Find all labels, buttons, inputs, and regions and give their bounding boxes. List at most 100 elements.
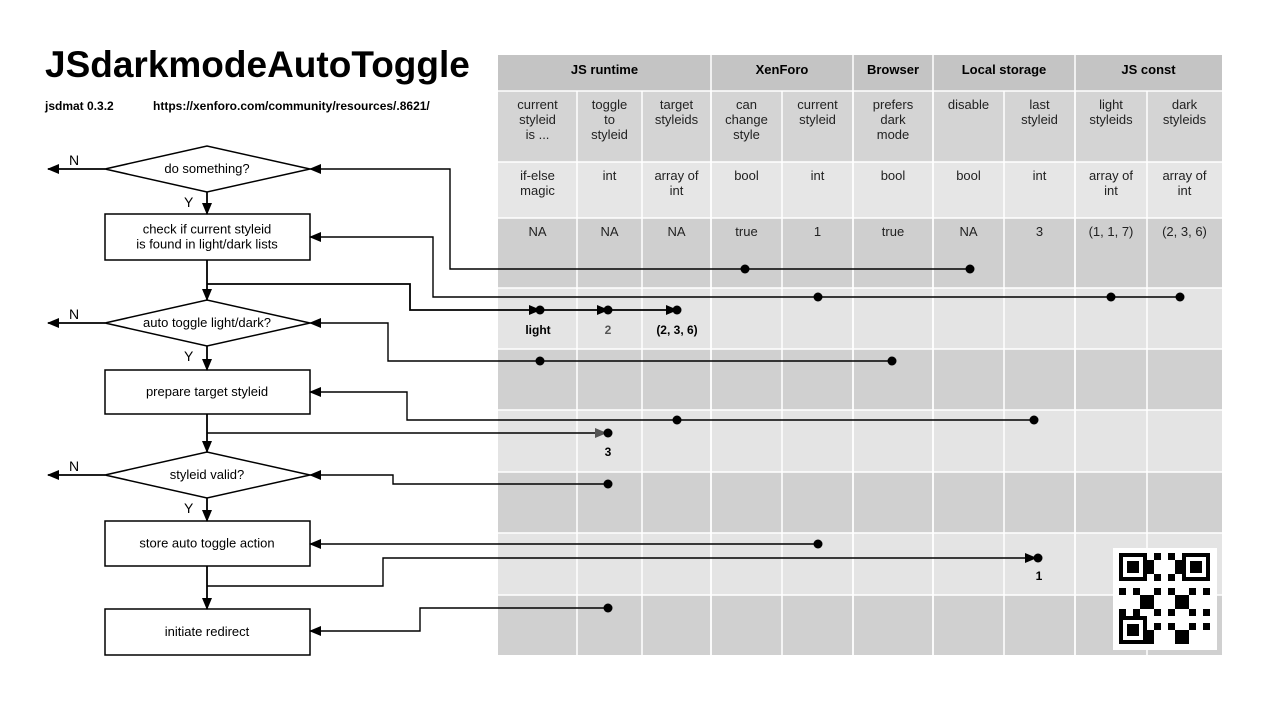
column-type: array of [1162,168,1206,183]
column-type: int [1104,183,1118,198]
data-dot [965,264,975,274]
node-label: initiate redirect [165,624,250,639]
qr-module [1189,623,1196,630]
column-label: styleid [1021,112,1058,127]
qr-module [1175,637,1182,644]
read-toggle-to [309,470,608,485]
node-label: prepare target styleid [146,384,268,399]
write-last-styleid [207,553,1037,587]
qr-module [1189,588,1196,595]
column-label: is ... [526,127,550,142]
qr-module [1147,630,1154,637]
qr-module [1133,588,1140,595]
qr-module [1119,588,1126,595]
column-label-row [498,91,1222,162]
qr-module [1140,595,1147,602]
data-dot [813,292,823,302]
qr-module [1175,567,1182,574]
process-node [104,608,311,656]
qr-module [1182,595,1189,602]
data-dot [1175,292,1185,302]
column-label: change [725,112,768,127]
column-value: NA [600,224,618,239]
data-dot [887,356,897,366]
data-dot [1106,292,1116,302]
data-dot [813,539,823,549]
yes-label: Y [184,500,194,516]
qr-module [1175,560,1182,567]
qr-module [1168,588,1175,595]
qr-module [1189,609,1196,616]
data-dot [740,264,750,274]
qr-finder [1127,624,1139,636]
last-styleid-annotation: 1 [1036,569,1043,583]
qr-module [1154,609,1161,616]
column-type: bool [881,168,906,183]
yes-label: Y [184,348,194,364]
column-value: NA [528,224,546,239]
column-type: bool [956,168,981,183]
qr-module [1147,567,1154,574]
column-value: NA [959,224,977,239]
column-label: style [733,127,760,142]
data-dot [672,415,682,425]
qr-module [1168,574,1175,581]
column-type: bool [734,168,759,183]
qr-module [1175,602,1182,609]
data-dot [603,305,613,315]
write-current-is [207,283,541,315]
column-value: NA [667,224,685,239]
resource-url: https://xenforo.com/community/resources/… [153,99,430,113]
qr-module [1203,623,1210,630]
column-label: current [797,97,838,112]
qr-module [1147,560,1154,567]
qr-module [1175,630,1182,637]
qr-module [1182,602,1189,609]
column-type: int [811,168,825,183]
qr-module [1147,602,1154,609]
node-label: styleid valid? [170,467,244,482]
qr-module [1147,595,1154,602]
column-label: to [604,112,615,127]
process-node [104,369,311,415]
group-header: JS runtime [571,62,638,77]
column-label: dark [880,112,906,127]
yes-label: Y [184,194,194,210]
row-band [498,349,1222,410]
column-type: array of [1089,168,1133,183]
column-type: if-else [520,168,555,183]
column-type: int [603,168,617,183]
column-label: styleids [655,112,699,127]
target-ids-annotation: (2, 3, 6) [656,323,697,337]
column-label: styleids [1163,112,1207,127]
group-header: XenForo [756,62,809,77]
type-row [498,162,1222,218]
column-label: toggle [592,97,627,112]
column-value: true [735,224,757,239]
column-type: int [1178,183,1192,198]
toggle-valid-annotation: 3 [605,445,612,459]
column-type: int [1033,168,1047,183]
qr-module [1154,553,1161,560]
qr-module [1203,588,1210,595]
group-header: JS const [1121,62,1176,77]
node-label: check if current styleid [143,222,272,237]
column-label: styleid [799,112,836,127]
version-label: jsdmat 0.3.2 [45,99,114,113]
column-type: int [670,183,684,198]
read-prefers-dark [309,318,892,362]
data-dot [535,356,545,366]
qr-module [1154,588,1161,595]
data-dot [603,603,613,613]
qr-finder [1127,561,1139,573]
column-label: styleid [519,112,556,127]
data-dot [672,305,682,315]
column-label: styleids [1089,112,1133,127]
column-value: 1 [814,224,821,239]
data-dot [535,305,545,315]
qr-module [1168,553,1175,560]
column-label: last [1029,97,1050,112]
toggle-to-annotation: 2 [605,323,612,337]
qr-module [1182,637,1189,644]
read-redirect-target [309,607,608,636]
